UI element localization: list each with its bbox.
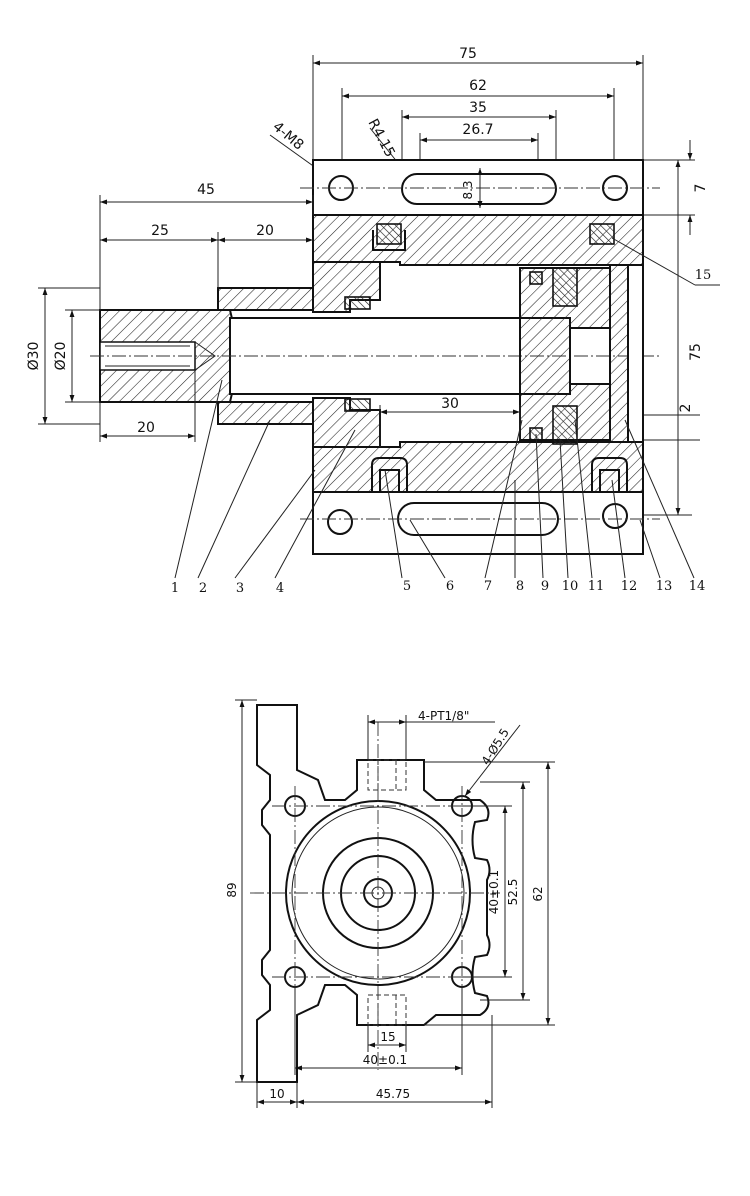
callout-4: 4 [276,581,284,596]
callout-6: 6 [446,579,454,594]
dim-45: 45 [197,182,215,198]
seal-12 [591,457,628,492]
left-dimension-lines [38,195,521,447]
dim-8-3: 8.3 [461,180,475,199]
dim-45-75: 45.75 [376,1087,410,1101]
callout-8: 8 [516,579,524,594]
callout-14: 14 [689,579,706,594]
bushing-lower [217,401,314,425]
seal-top-left [376,223,402,245]
lower-body-wall [312,441,644,493]
dim-15: 15 [380,1030,395,1044]
rod-seal-lower [344,398,371,412]
dim-20-top: 20 [256,223,274,239]
dim-40-vertical: 40±0.1 [487,870,501,914]
bushing-upper [217,287,314,311]
dim-7: 7 [693,184,709,193]
callout-15: 15 [695,268,712,283]
dim-10: 10 [269,1087,284,1101]
callout-3: 3 [236,581,244,596]
callout-12: 12 [621,579,638,594]
port-top [367,759,407,791]
callout-leaders [174,237,720,579]
rear-cap [609,264,629,443]
dim-r4-15: R4.15 [364,116,397,160]
section-view: 75 62 35 26.7 4-M8 R4.15 8.3 45 25 20 Ø3… [26,46,720,596]
dim-62-vertical: 62 [531,886,545,901]
dim-35: 35 [469,100,487,116]
seal-15-left [372,230,406,251]
callout-11: 11 [588,579,605,594]
seal-5 [371,457,408,492]
dim-26-7: 26.7 [462,122,493,138]
dim-75-right: 75 [688,343,704,361]
dim-30-stroke: 30 [441,396,459,412]
callout-7: 7 [484,579,492,594]
dim-dia-30: Ø30 [26,342,42,371]
callout-10: 10 [562,579,579,594]
dim-port-label: 4-PT1/8" [418,709,469,723]
right-dimension-lines [643,140,700,516]
wear-ring-upper [529,271,543,285]
end-view-outline [256,704,491,1083]
top-mounting-plate [312,159,644,216]
callout-13: 13 [656,579,673,594]
dim-62-top: 62 [469,78,487,94]
bottom-mounting-plate [312,491,644,555]
dim-75-top: 75 [459,46,477,62]
dim-hole-label: 4-Ø5.5 [479,726,512,768]
port-bottom [367,994,407,1026]
dim-25: 25 [151,223,169,239]
piston-seal-upper [552,267,578,307]
end-view-dimension-lines [235,699,555,1108]
callout-9: 9 [541,579,549,594]
mounting-hole-bottom-left [327,509,353,535]
dim-2: 2 [678,404,694,413]
callout-2: 2 [199,581,207,596]
dim-89: 89 [225,882,239,897]
rod-seal-upper [344,296,371,310]
dim-52-5: 52.5 [506,879,520,906]
dim-dia-20: Ø20 [53,342,69,371]
callout-5: 5 [403,579,411,594]
rear-cover-plate [627,264,644,443]
dim-20-bottom: 20 [137,420,155,436]
dim-40-horizontal: 40±0.1 [363,1053,407,1067]
seal-top-right [589,223,615,245]
piston-seal-lower [552,405,578,445]
callout-1: 1 [171,581,179,596]
end-view: 4-PT1/8" 4-Ø5.5 40±0.1 52.5 62 89 15 40±… [225,699,555,1108]
